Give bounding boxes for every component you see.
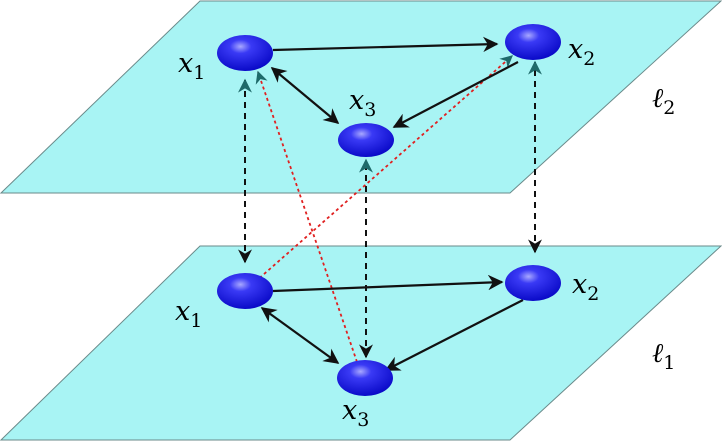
edge-upper-x1-x2	[272, 36, 499, 53]
label-upper-x2: x2	[568, 34, 595, 70]
nodes-upper	[217, 24, 561, 157]
labels-upper: x1 x2 x3 ℓ2	[178, 34, 675, 121]
inter-layer-links	[238, 60, 542, 359]
edge-upper-x1-x3	[270, 67, 340, 124]
upper-intra-edges	[270, 36, 519, 128]
node-upper-x1	[217, 35, 273, 71]
label-upper-x3: x3	[349, 85, 376, 121]
label-upper-x1: x1	[178, 48, 205, 84]
edge-lower-x1-x2	[272, 274, 504, 293]
label-lower-x3: x3	[342, 395, 369, 431]
node-upper-x2	[505, 24, 561, 60]
lower-intra-edges	[260, 274, 524, 371]
labels-lower: x1 x2 x3 ℓ1	[175, 269, 675, 431]
edge-lower-x1-x3	[260, 307, 340, 364]
label-layer-upper: ℓ2	[652, 83, 675, 119]
node-upper-x3	[338, 123, 394, 157]
edge-upper-x2-x3	[392, 61, 519, 128]
label-layer-lower: ℓ1	[652, 338, 675, 374]
node-lower-x1	[217, 273, 273, 309]
edge-lower-x2-x3	[384, 299, 524, 371]
nodes-lower	[217, 265, 561, 396]
node-lower-x2	[505, 265, 561, 301]
label-lower-x1: x1	[175, 296, 202, 332]
node-lower-x3	[337, 360, 393, 396]
label-lower-x2: x2	[572, 269, 599, 305]
